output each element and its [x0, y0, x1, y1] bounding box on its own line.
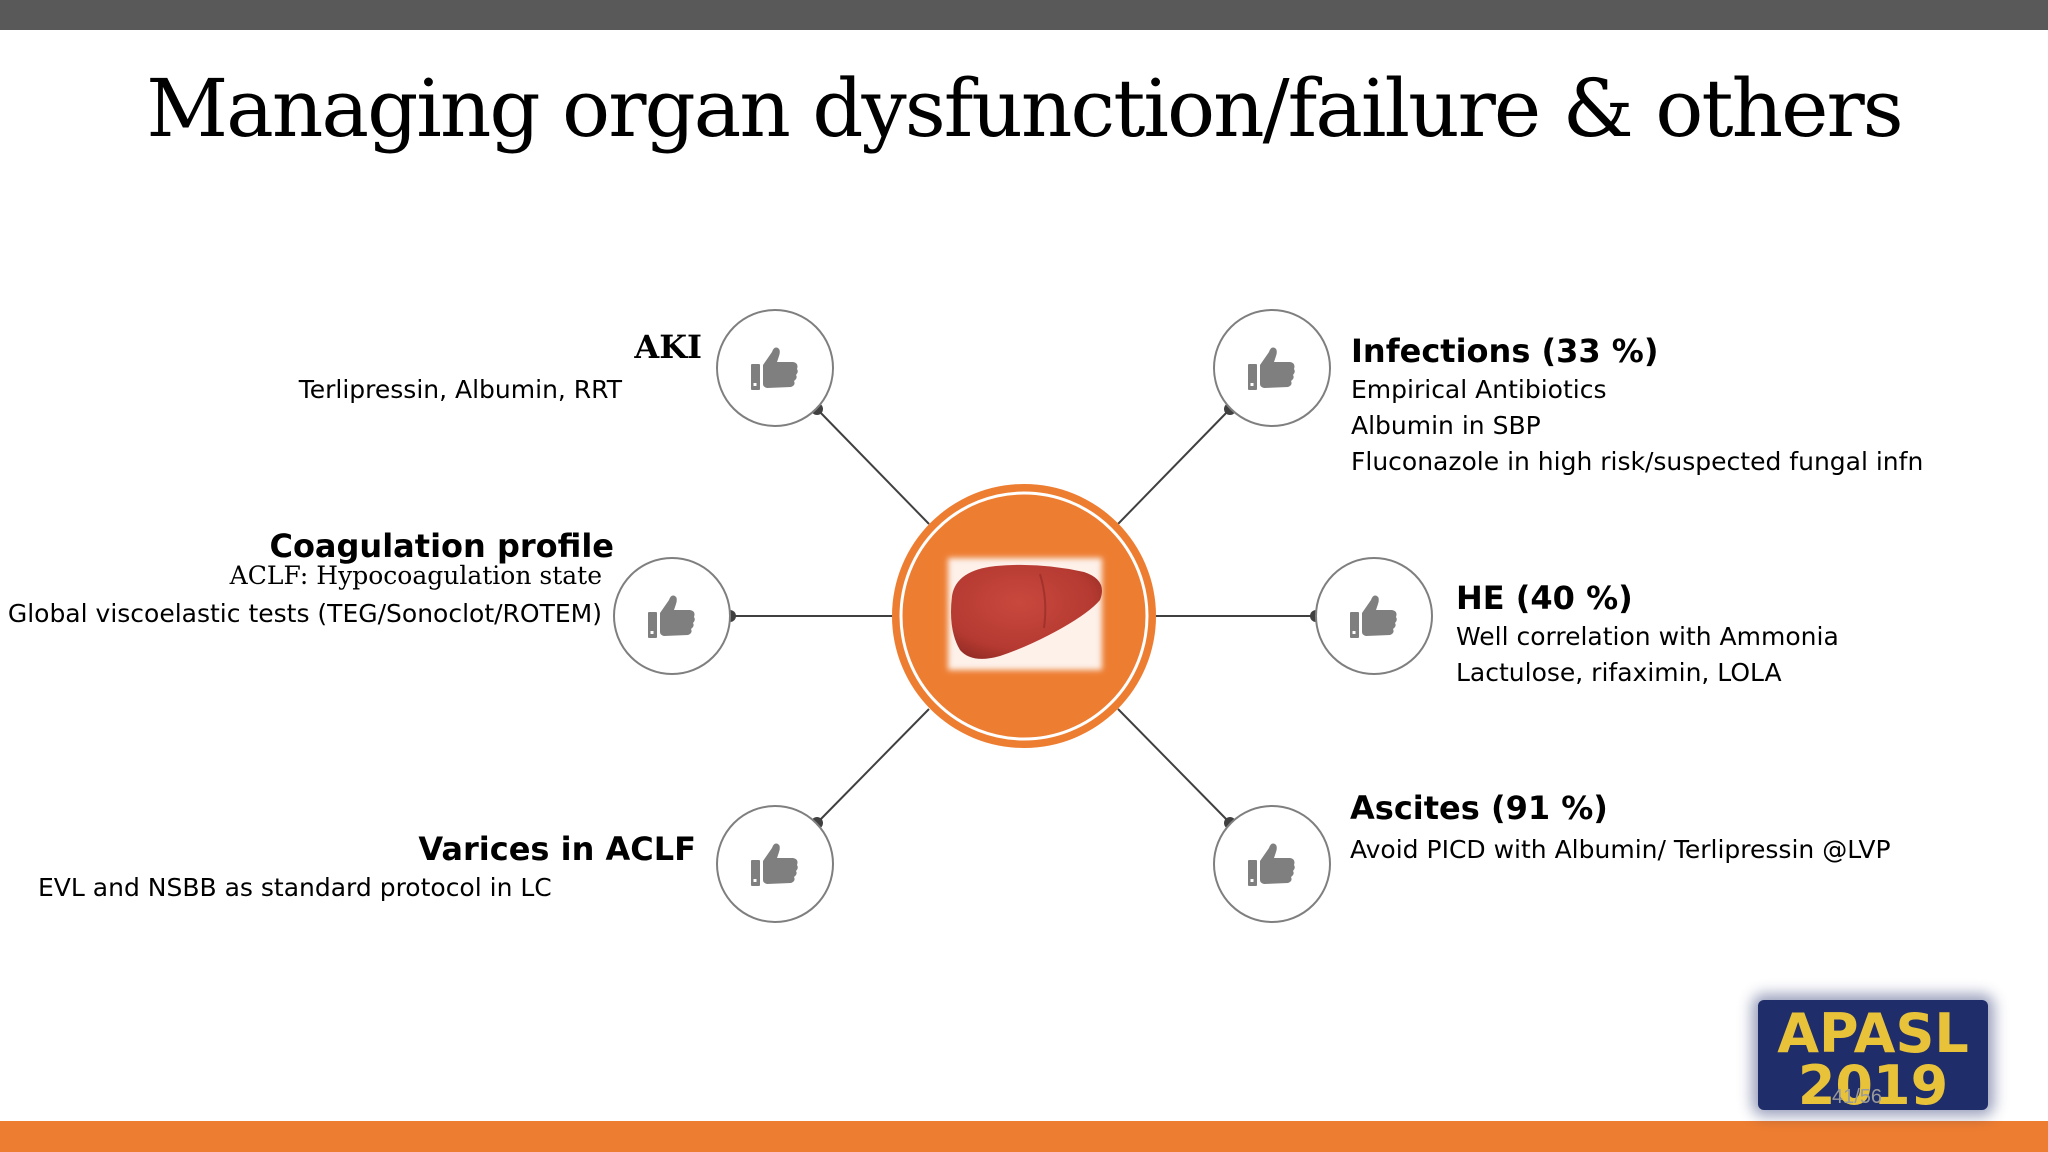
connector-aki [816, 408, 930, 525]
connector-infections [1117, 408, 1231, 525]
page-number: 41/56 [1832, 1086, 1883, 1108]
ascites-heading: Ascites (91 %) [1350, 789, 1608, 827]
infections-line-1: Empirical Antibiotics [1351, 375, 1607, 404]
varices-heading: Varices in ACLF [418, 830, 696, 868]
he-heading: HE (40 %) [1456, 579, 1633, 617]
logo-line-1: APASL [1777, 1002, 1969, 1065]
slide-title: Managing organ dysfunction/failure & oth… [146, 62, 1903, 155]
ascites-line: Avoid PICD with Albumin/ Terlipressin @L… [1350, 835, 1891, 864]
he-line-1: Well correlation with Ammonia [1456, 622, 1839, 651]
aki-line: Terlipressin, Albumin, RRT [298, 375, 622, 404]
liver-image [951, 564, 1102, 659]
coagulation-heading: Coagulation profile [269, 527, 614, 565]
coagulation-subheading: ACLF: Hypocoagulation state [229, 561, 602, 590]
infections-line-2: Albumin in SBP [1351, 411, 1541, 440]
infections-line-3: Fluconazole in high risk/suspected funga… [1351, 447, 1924, 476]
top-bar [0, 0, 2048, 30]
aki-heading: AKI [634, 328, 702, 366]
infections-heading: Infections (33 %) [1351, 332, 1659, 370]
connector-varices [816, 708, 930, 824]
bottom-bar [0, 1121, 2048, 1152]
center-hub [892, 484, 1156, 748]
varices-line: EVL and NSBB as standard protocol in LC [38, 873, 552, 902]
connector-ascites [1117, 708, 1231, 824]
he-line-2: Lactulose, rifaximin, LOLA [1456, 658, 1782, 687]
apasl-logo: APASL 2019 [1758, 1000, 1988, 1110]
coagulation-line: Global viscoelastic tests (TEG/Sonoclot/… [7, 599, 602, 628]
logo-line-2: 2019 [1797, 1054, 1949, 1111]
